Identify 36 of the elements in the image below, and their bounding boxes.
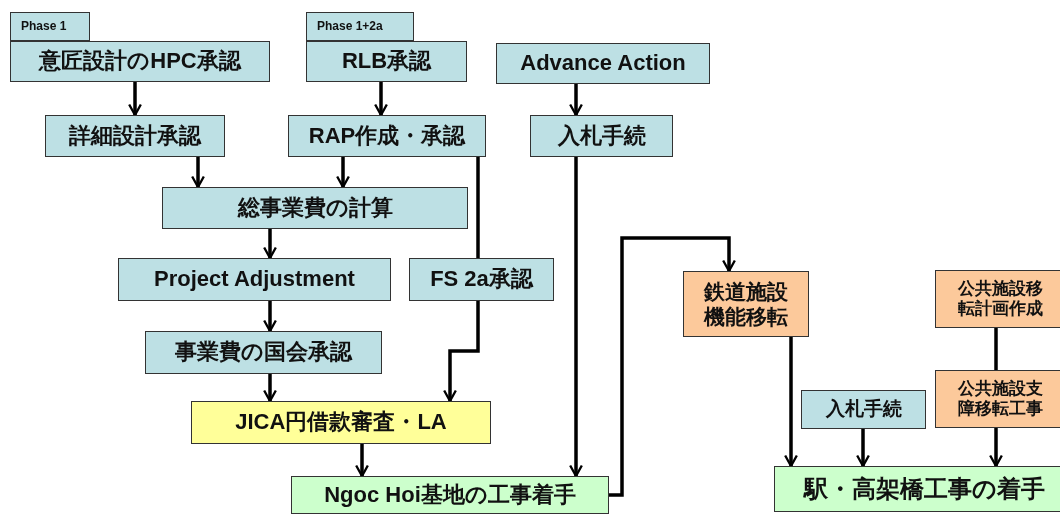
arrow bbox=[263, 301, 277, 333]
connector-line bbox=[994, 328, 998, 370]
arrow bbox=[443, 301, 480, 403]
process-box: Advance Action bbox=[496, 43, 710, 84]
arrow bbox=[856, 429, 870, 468]
arrow bbox=[355, 444, 369, 478]
process-box: 総事業費の計算 bbox=[162, 187, 468, 229]
arrow bbox=[263, 374, 277, 403]
process-box: 事業費の国会承認 bbox=[145, 331, 382, 374]
arrow bbox=[263, 229, 277, 260]
arrow bbox=[374, 82, 388, 117]
process-box: 入札手続 bbox=[801, 390, 926, 429]
process-box: FS 2a承認 bbox=[409, 258, 554, 301]
process-box: 公共施設支障移転工事 bbox=[935, 370, 1060, 428]
arrow bbox=[569, 84, 583, 117]
process-box: 詳細設計承認 bbox=[45, 115, 225, 157]
arrow bbox=[128, 82, 142, 117]
process-box: Project Adjustment bbox=[118, 258, 391, 301]
process-box: 入札手続 bbox=[530, 115, 673, 157]
arrow bbox=[336, 157, 350, 189]
arrow bbox=[784, 337, 798, 468]
process-box: 鉄道施設機能移転 bbox=[683, 271, 809, 337]
process-box: RAP作成・承認 bbox=[288, 115, 486, 157]
process-box: 意匠設計のHPC承認 bbox=[10, 41, 270, 82]
connector-line bbox=[476, 157, 480, 258]
process-box: JICA円借款審査・LA bbox=[191, 401, 491, 444]
process-box: 公共施設移転計画作成 bbox=[935, 270, 1060, 328]
arrow bbox=[569, 157, 583, 478]
arrow bbox=[609, 236, 736, 497]
phase-tab: Phase 1+2a bbox=[306, 12, 414, 41]
process-box: RLB承認 bbox=[306, 41, 467, 82]
process-box: 駅・高架橋工事の着手 bbox=[774, 466, 1060, 512]
process-box: Ngoc Hoi基地の工事着手 bbox=[291, 476, 609, 514]
arrow bbox=[191, 157, 205, 189]
arrow bbox=[989, 428, 1003, 468]
phase-tab: Phase 1 bbox=[10, 12, 90, 41]
